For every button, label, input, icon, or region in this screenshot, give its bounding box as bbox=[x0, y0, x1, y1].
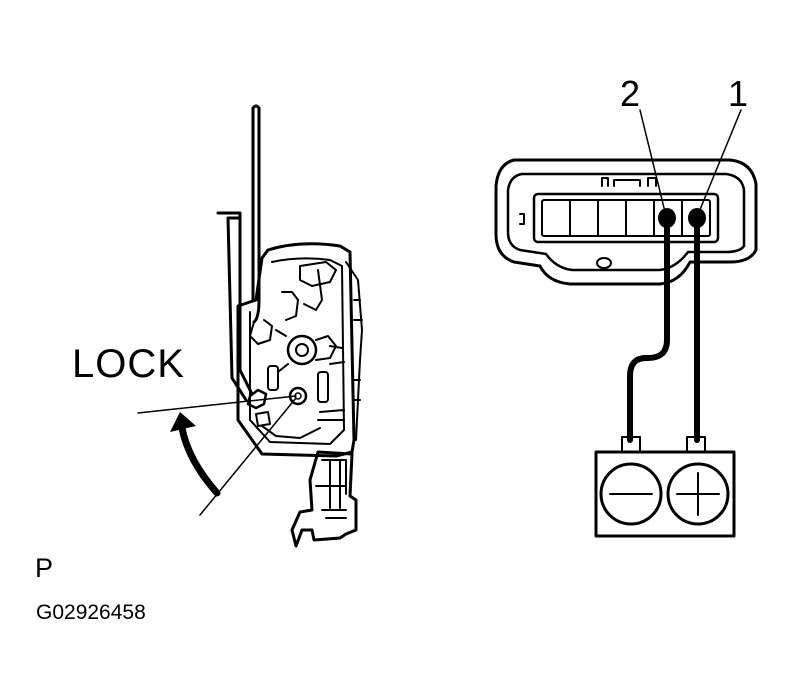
terminal-cavity bbox=[532, 192, 720, 244]
lock-lever bbox=[246, 388, 268, 410]
battery-negative-terminal bbox=[599, 462, 663, 526]
pin-1-label: 1 bbox=[728, 73, 749, 114]
figure-code: G02926458 bbox=[36, 601, 146, 624]
pin-2-label: 2 bbox=[620, 73, 641, 114]
connector-housing bbox=[290, 450, 358, 548]
angle-reference-line bbox=[137, 395, 297, 414]
lock-direction-arrow bbox=[170, 412, 221, 497]
battery-positive-terminal bbox=[666, 462, 730, 526]
battery-case bbox=[594, 450, 736, 538]
motor-connector bbox=[494, 158, 758, 286]
angle-end-line bbox=[199, 397, 297, 516]
lock-gear bbox=[286, 334, 318, 366]
pin-1-leader bbox=[698, 109, 742, 213]
linkage-rod bbox=[216, 211, 254, 402]
lock-rod bbox=[251, 104, 261, 324]
battery bbox=[594, 436, 736, 538]
lock-body bbox=[236, 242, 356, 458]
view-label: P bbox=[35, 553, 54, 583]
pin-1-terminal bbox=[688, 208, 706, 228]
pin-2-leader bbox=[639, 109, 666, 213]
connector-outer-shell bbox=[494, 158, 758, 286]
test-lead-negative bbox=[627, 223, 670, 443]
door-lock-assembly bbox=[216, 104, 363, 548]
pin-2-terminal bbox=[658, 208, 676, 228]
connector-inner-shell bbox=[506, 172, 746, 272]
lock-label: LOCK bbox=[72, 342, 185, 386]
